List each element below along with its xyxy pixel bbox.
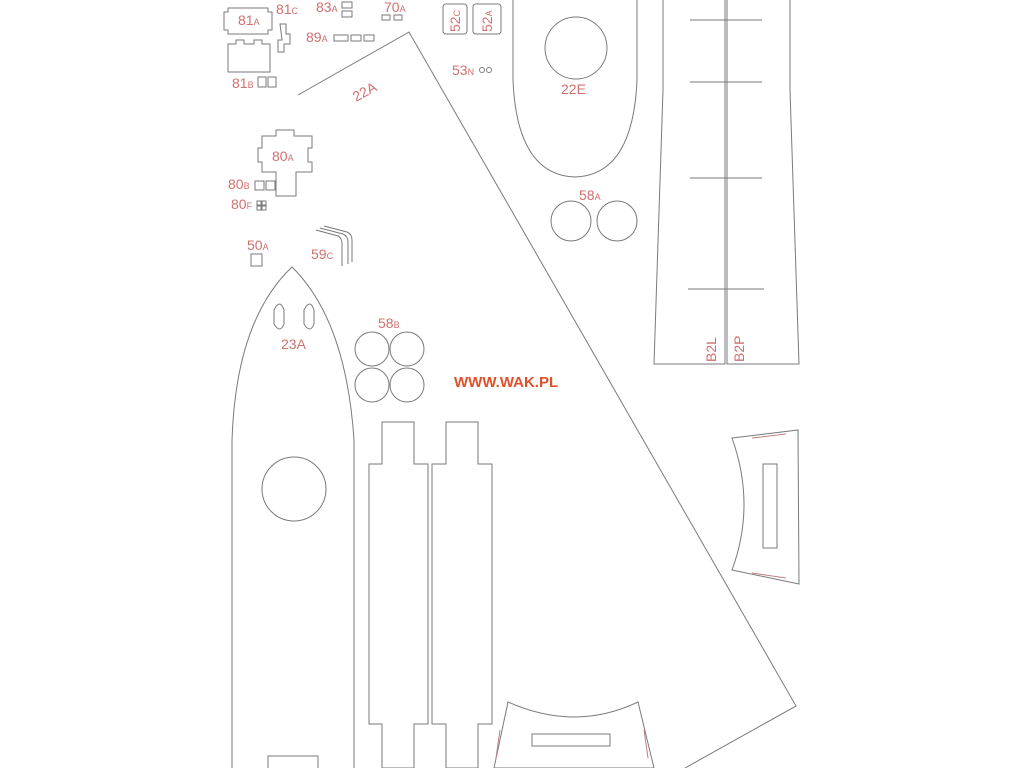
part-80f-label: 80F [231,196,253,212]
part-22a-label: 22A [350,78,380,104]
part-80b-suffix: B [244,181,250,191]
part-52c-number: 52 [447,16,463,32]
part-b2l-label: B2L [703,337,719,362]
part-53n: 53N [452,62,492,78]
part-80b: 80B [228,176,276,192]
part-52a-suffix: A [484,10,494,16]
part-53n-number: 53 [452,62,468,78]
part-81c-suffix: C [292,6,299,16]
part-58a-suffix: A [595,192,601,202]
part-81b: 81B [227,39,277,91]
part-80f-number: 80 [231,196,247,212]
part-22e-label: 22E [561,81,586,97]
part-58b-label: 58B [378,315,400,331]
part-83a: 83A [316,0,353,18]
part-58a: 58A [550,187,638,242]
website-url: WWW.WAK.PL [454,374,558,391]
part-59c-number: 59 [311,246,327,262]
part-81b-number: 81 [232,75,248,91]
part-83a-label: 83A [316,0,338,15]
part-50a-label: 50A [247,237,269,253]
part-81b-label: 81B [232,75,254,91]
part-83a-suffix: A [332,4,338,14]
part-83a-number: 83 [316,0,332,15]
part-53n-label: 53N [452,62,474,78]
part-81c: 81C [276,1,299,53]
part-50a-number: 50 [247,237,263,253]
part-80b-number: 80 [228,176,244,192]
part-80a-suffix: A [288,153,294,163]
part-52a-label: 52A [479,10,495,32]
part-70a-number: 70 [384,0,400,15]
part-52a-number: 52 [479,16,495,32]
part-58b: 58B [354,315,425,403]
part-70a-suffix: A [400,4,406,14]
part-52c: 52C [442,3,468,35]
strip-part-right [431,421,493,768]
part-22a: 22A [297,31,797,768]
part-81c-label: 81C [276,1,299,17]
part-70a: 70A [381,0,406,21]
part-53n-suffix: N [468,67,475,77]
part-81a-label: 81A [238,12,260,28]
part-89a-suffix: A [322,34,328,44]
part-89a: 89A [306,29,375,45]
part-22e: 22E [512,0,638,178]
part-80a-label: 80A [272,148,294,164]
curved-piece-right [731,429,800,585]
part-80f-suffix: F [247,201,253,211]
part-58a-number: 58 [579,187,595,203]
part-81a: 81A [223,7,273,35]
part-80a-number: 80 [272,148,288,164]
part-81c-number: 81 [276,1,292,17]
part-52c-suffix: C [452,9,462,16]
part-81b-suffix: B [248,80,254,90]
part-81a-number: 81 [238,12,254,28]
part-70a-label: 70A [384,0,406,15]
part-52a: 52A [472,3,502,35]
part-23a: 23A [231,266,355,768]
part-50a-suffix: A [263,242,269,252]
part-89a-label: 89A [306,29,328,45]
part-58b-suffix: B [394,320,400,330]
part-50a: 50A [247,237,269,267]
base-piece-bottom [493,701,655,768]
part-80f: 80F [231,196,267,212]
part-58a-label: 58A [579,187,601,203]
part-81a-suffix: A [254,17,260,27]
strip-part-left [368,421,429,768]
part-59c-suffix: C [327,251,334,261]
part-80a: 80A [257,129,313,197]
part-23a-label: 23A [281,336,307,352]
part-80b-label: 80B [228,176,250,192]
part-b2p-label: B2P [731,336,747,362]
part-b2-panel: B2L B2P [653,0,800,365]
part-89a-number: 89 [306,29,322,45]
part-58b-number: 58 [378,315,394,331]
part-52c-label: 52C [447,9,463,32]
part-59c-label: 59C [311,246,334,262]
part-59c: 59C [311,225,353,266]
